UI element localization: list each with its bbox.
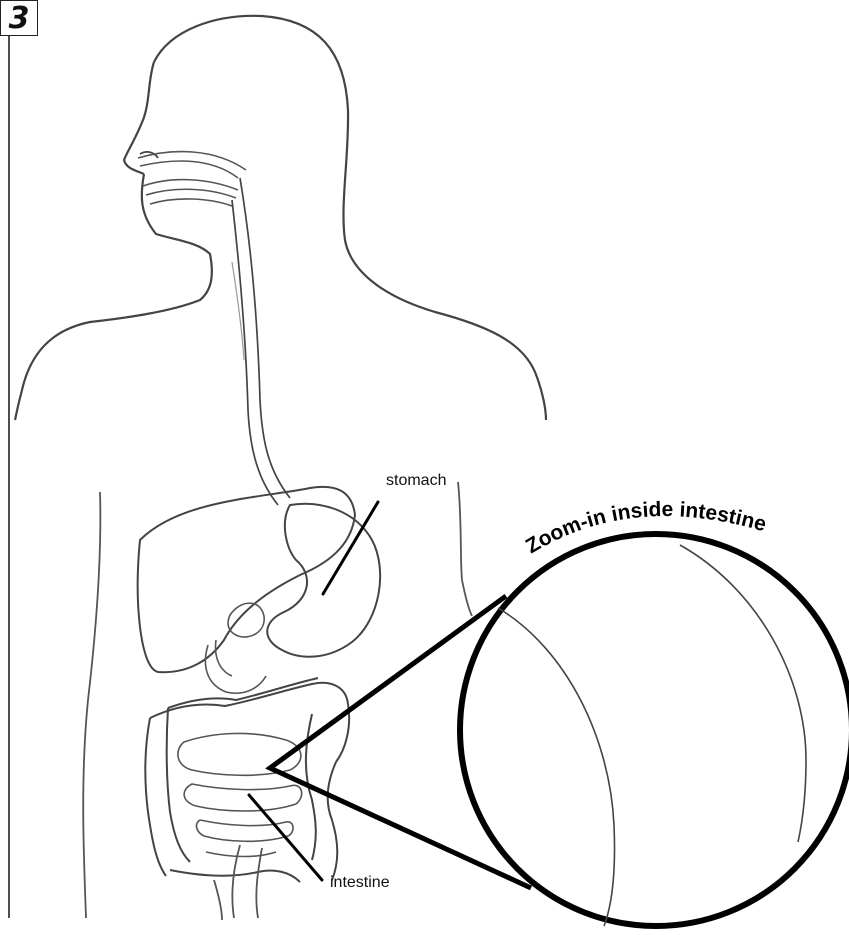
torso-right-side — [458, 482, 472, 616]
zoom-circle — [460, 534, 849, 926]
torso-left-side — [83, 492, 100, 918]
liver — [138, 487, 355, 672]
body-outline — [15, 16, 546, 420]
duodenum — [205, 640, 266, 693]
small-intestine — [178, 733, 302, 856]
large-intestine — [145, 678, 349, 882]
figure-number-badge: 3 — [0, 0, 38, 36]
gallbladder — [228, 603, 264, 637]
intestine-pointer-line — [249, 795, 322, 880]
esophagus — [232, 178, 290, 505]
intestine-label: intestine — [330, 874, 390, 892]
throat-band — [138, 152, 246, 206]
stomach-label: stomach — [386, 472, 446, 490]
